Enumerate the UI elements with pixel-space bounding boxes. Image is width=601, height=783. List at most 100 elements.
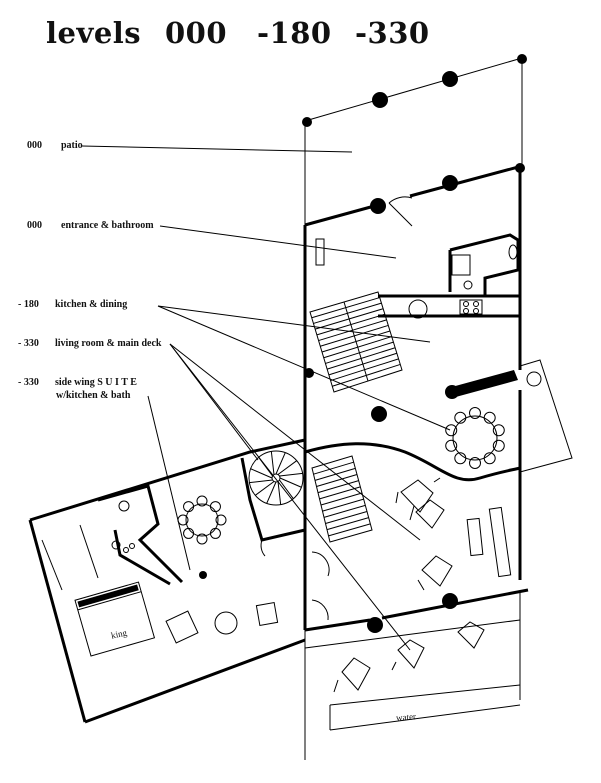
spiral-tread bbox=[279, 472, 303, 477]
chair bbox=[492, 439, 505, 452]
patio-area bbox=[302, 54, 527, 225]
stair-tread bbox=[313, 461, 354, 475]
lower-stair-treads bbox=[313, 461, 371, 537]
deck-rail bbox=[304, 619, 521, 649]
suite-west-wall bbox=[28, 519, 87, 723]
east-deck bbox=[519, 359, 573, 473]
chair bbox=[483, 411, 496, 424]
woodstove bbox=[526, 371, 542, 387]
title-level-180: -180 bbox=[257, 16, 332, 50]
deck-chair bbox=[457, 621, 485, 649]
leader-main-deck bbox=[169, 343, 411, 651]
stair-tread bbox=[314, 467, 356, 481]
side-wing-suite bbox=[28, 438, 306, 724]
dining-table-top bbox=[452, 415, 498, 461]
title-level-000: 000 bbox=[165, 16, 228, 50]
leader-lines bbox=[81, 145, 451, 651]
burner bbox=[463, 308, 469, 314]
leader-entrance bbox=[159, 225, 397, 259]
chair bbox=[183, 527, 195, 539]
label-suite: - 330 side wing S U I T E bbox=[18, 377, 137, 389]
title-levels: levels bbox=[46, 16, 142, 50]
column bbox=[442, 593, 458, 609]
leader-dining bbox=[157, 305, 451, 431]
lounge-chair bbox=[395, 477, 441, 513]
suite-dining-chairs bbox=[177, 495, 227, 545]
label-entrance-level: 000 bbox=[27, 220, 42, 231]
stair-tread bbox=[323, 504, 366, 518]
label-suite-text: side wing bbox=[55, 377, 95, 388]
bed-headboard bbox=[77, 591, 142, 611]
label-suite-line2: w/kitchen & bath bbox=[56, 390, 131, 401]
spiral-stair-outer bbox=[248, 450, 304, 506]
suite-chair bbox=[165, 610, 199, 644]
counter-outline bbox=[378, 294, 522, 318]
stair-tread bbox=[322, 498, 364, 512]
sofa bbox=[488, 506, 512, 578]
suite-closet-line bbox=[41, 539, 63, 591]
patio-column bbox=[517, 54, 527, 64]
wall-north-right bbox=[409, 164, 523, 198]
chair bbox=[209, 527, 221, 539]
bathroom bbox=[448, 233, 520, 295]
stair-tread bbox=[328, 523, 371, 537]
burner bbox=[463, 301, 469, 307]
label-suite-emph: S U I T E bbox=[97, 377, 137, 388]
bed-frame bbox=[74, 581, 156, 657]
bed-pillows bbox=[77, 584, 139, 608]
title-level-330: -330 bbox=[355, 16, 430, 50]
column bbox=[442, 175, 458, 191]
spiral-tread bbox=[277, 481, 282, 505]
column bbox=[370, 198, 386, 214]
leader-suite bbox=[147, 395, 191, 571]
curved-level-wall bbox=[304, 442, 521, 482]
stair-tread bbox=[320, 492, 363, 506]
bathroom-toilet bbox=[463, 280, 473, 290]
chair bbox=[183, 501, 195, 513]
kitchen-sink bbox=[408, 299, 428, 319]
label-kitchen-text: kitchen & dining bbox=[55, 299, 128, 310]
bathroom-tub bbox=[451, 254, 471, 276]
deck-chair bbox=[391, 639, 425, 671]
spiral-tread bbox=[255, 481, 275, 496]
dining-chairs bbox=[445, 407, 505, 469]
wall-south-left bbox=[304, 618, 371, 632]
suite-inner-wall bbox=[240, 457, 306, 542]
column bbox=[367, 617, 383, 633]
main-deck bbox=[304, 590, 521, 760]
wall-north-left bbox=[304, 203, 379, 227]
entrance-panel bbox=[315, 238, 325, 266]
label-suite-level: - 330 bbox=[18, 377, 39, 388]
burner bbox=[473, 308, 479, 314]
patio-column bbox=[372, 92, 388, 108]
stair-divider bbox=[343, 301, 369, 382]
suite-side-table bbox=[214, 611, 238, 635]
suite-toilet bbox=[111, 540, 121, 550]
spiral-tread bbox=[249, 479, 273, 484]
chair bbox=[492, 424, 505, 437]
deck-chair bbox=[333, 657, 371, 693]
dining-table bbox=[445, 407, 505, 469]
spiral-tread bbox=[275, 452, 286, 475]
hearth-bench bbox=[448, 370, 518, 398]
spiral-tread bbox=[279, 477, 302, 488]
chair bbox=[209, 501, 221, 513]
spiral-tread bbox=[270, 451, 275, 475]
chair bbox=[483, 452, 496, 465]
label-entrance-text: entrance & bathroom bbox=[61, 220, 154, 231]
lower-stairs bbox=[311, 455, 373, 543]
chair bbox=[215, 514, 227, 526]
upper-stair-outline bbox=[309, 291, 403, 393]
suite-column bbox=[199, 571, 207, 579]
bathroom-wall bbox=[449, 233, 520, 295]
spiral-tread bbox=[250, 468, 273, 479]
deck-door-swing bbox=[311, 551, 330, 621]
spiral-tread bbox=[279, 479, 294, 499]
column bbox=[515, 163, 525, 173]
chair bbox=[469, 457, 481, 469]
kitchen-stove bbox=[459, 299, 483, 315]
suite-sink bbox=[118, 500, 130, 512]
